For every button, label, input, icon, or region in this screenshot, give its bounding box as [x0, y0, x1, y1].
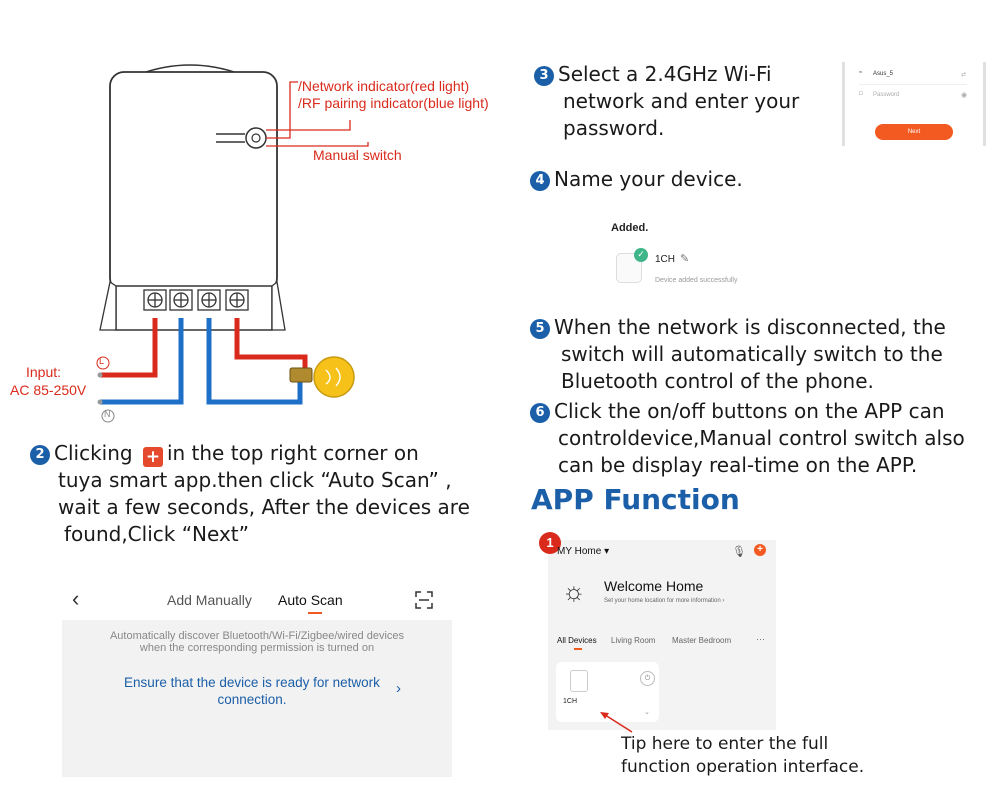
live-wire	[100, 318, 158, 378]
step5-number: 5	[530, 319, 550, 339]
step3-number: 3	[534, 66, 554, 86]
edit-icon[interactable]: ✎	[680, 253, 690, 265]
chevron-right-icon[interactable]: ›	[396, 680, 401, 697]
power-icon[interactable]: ⏻	[640, 671, 655, 686]
password-field[interactable]: Password	[873, 92, 900, 98]
device-added-screen: Added. ✓ 1CH ✎ Device added successfully	[600, 215, 800, 295]
neutral-symbol: N	[104, 409, 111, 419]
tab-living-room[interactable]: Living Room	[611, 636, 656, 645]
tab-auto-scan[interactable]: Auto Scan	[278, 592, 343, 608]
tab-all-devices[interactable]: All Devices	[557, 636, 597, 645]
auto-scan-screen: ‹ Add Manually Auto Scan Automatically d…	[62, 578, 452, 777]
welcome-title: Welcome Home	[604, 578, 704, 594]
wifi-icon: ≈	[859, 70, 863, 76]
scan-icon[interactable]	[414, 590, 434, 610]
microphone-icon[interactable]: 🎙	[732, 546, 746, 558]
manual-switch-label: Manual switch	[313, 147, 402, 163]
next-button[interactable]: Next	[875, 124, 953, 140]
device-card-thumbnail	[570, 670, 588, 692]
marker-badge: 1	[539, 532, 561, 554]
check-icon: ✓	[634, 248, 648, 262]
home-selector[interactable]: MY Home ▾	[557, 546, 610, 557]
ssid-field[interactable]: Asus_5	[873, 71, 894, 77]
network-indicator-label: /Network indicator(red light)	[298, 78, 470, 94]
added-title: Added.	[611, 222, 649, 234]
tab-master-bedroom[interactable]: Master Bedroom	[672, 636, 732, 645]
wifi-screen: ≈ Asus_5 ⇄ □ Password ◉ Next	[842, 62, 986, 146]
app-home-screen: 1 MY Home ▾ 🎙 + ☼ Welcome Home Set your …	[539, 532, 776, 730]
voltage-label: AC 85-250V	[10, 382, 87, 398]
tip-arrow	[600, 712, 633, 733]
wiring-diagram	[96, 64, 369, 423]
plus-icon: +	[142, 447, 163, 467]
added-device-name: 1CH	[655, 254, 676, 265]
step6-number: 6	[530, 403, 550, 423]
scan-info-panel: Automatically discover Bluetooth/Wi-Fi/Z…	[62, 620, 452, 777]
eye-icon[interactable]: ◉	[961, 92, 968, 99]
live-symbol: L	[99, 356, 105, 366]
step4-number: 4	[530, 171, 550, 191]
add-device-icon[interactable]: +	[754, 544, 766, 556]
lock-icon: □	[859, 91, 863, 97]
added-status: Device added successfully	[655, 277, 738, 284]
tip-text: Tip here to enter the full function oper…	[621, 734, 865, 777]
device-card[interactable]: ⏻ 1CH ⌄	[556, 662, 659, 722]
step2-number: 2	[30, 445, 50, 465]
neutral-wire	[100, 318, 184, 405]
sun-icon: ☼	[562, 576, 586, 606]
device-card-name: 1CH	[563, 698, 578, 705]
light-bulb-icon	[289, 356, 355, 398]
chevron-left-icon[interactable]: ‹	[72, 586, 80, 611]
welcome-subtitle[interactable]: Set your home location for more informat…	[604, 598, 725, 604]
chevron-down-icon: ▾	[604, 546, 610, 557]
lamp-live-wire	[234, 318, 308, 370]
tab-underline	[308, 612, 322, 614]
tab-add-manually[interactable]: Add Manually	[167, 592, 252, 608]
rf-indicator-label: /RF pairing indicator(blue light)	[298, 95, 489, 111]
device-ready-link[interactable]: Ensure that the device is ready for netw…	[124, 675, 380, 707]
switch-module-body	[109, 71, 278, 293]
more-icon[interactable]: ···	[756, 634, 765, 644]
terminal-screws	[143, 289, 249, 311]
app-function-heading: APP Function	[531, 483, 740, 516]
lamp-neutral-wire	[206, 318, 303, 405]
input-label: Input:	[26, 364, 62, 380]
